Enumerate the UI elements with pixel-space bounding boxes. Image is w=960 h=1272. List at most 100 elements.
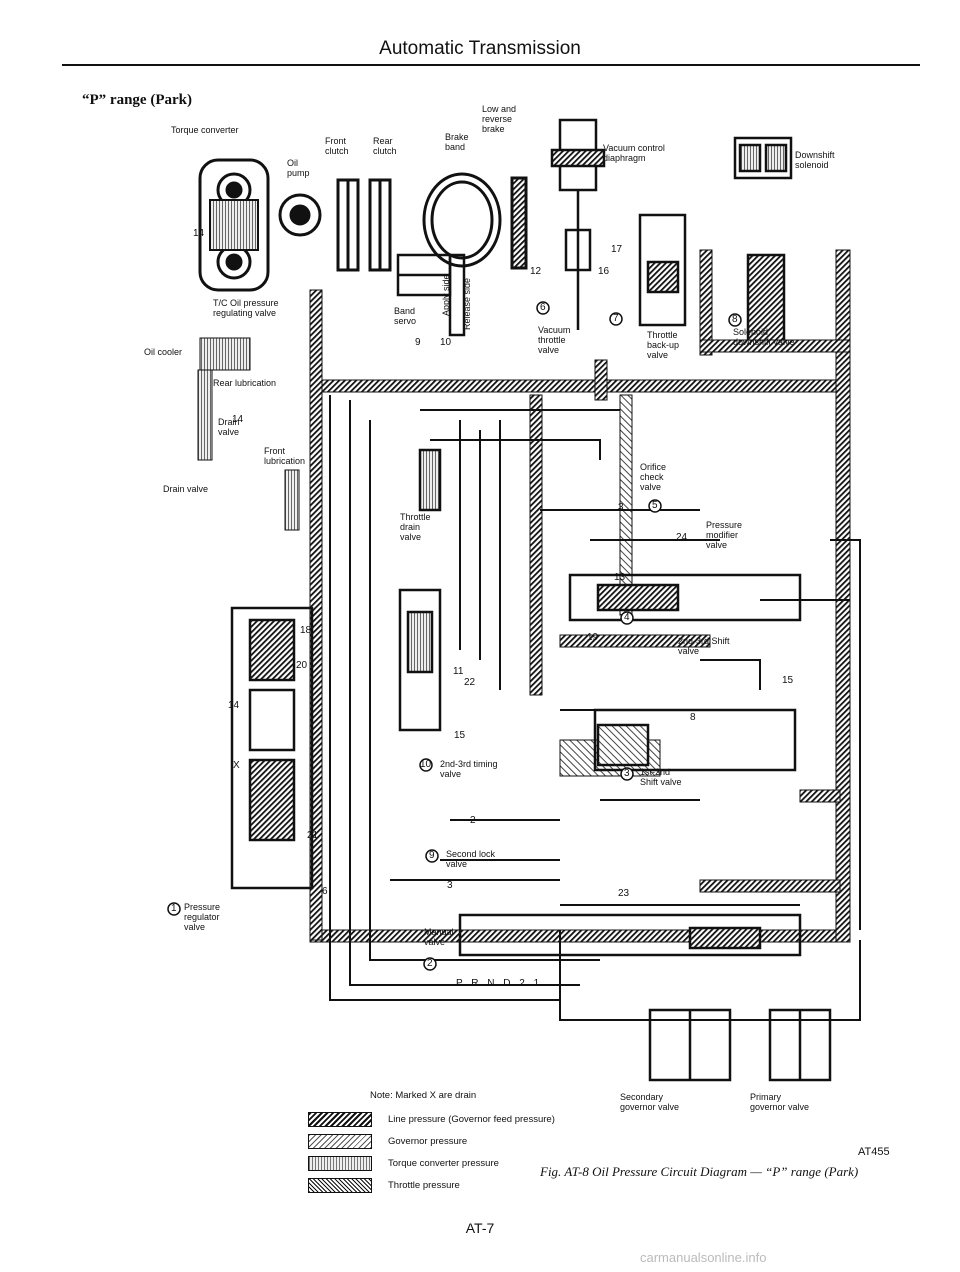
pressure-regulator-valve-body [230, 606, 314, 890]
label-vacuum-diaphragm: Vacuum control diaphragm [603, 143, 665, 163]
legend-label: Throttle pressure [388, 1179, 460, 1191]
legend-label: Torque converter pressure [388, 1157, 499, 1169]
label-downshift-solenoid: Downshift solenoid [795, 150, 835, 170]
shift-valve-2-3-body [568, 573, 802, 622]
passage-21: 21 [307, 830, 319, 841]
label-vacuum-throttle-valve: Vacuum throttle valve [538, 325, 571, 355]
label-rear-lubrication: Rear lubrication [213, 378, 277, 388]
label-rear-clutch: Rear clutch [373, 136, 397, 156]
label-apply-side: Apply side [441, 274, 451, 316]
passage-22: 22 [464, 677, 476, 688]
passage-9: 9 [415, 337, 421, 348]
marker-7: 7 [613, 313, 619, 324]
passage-19: 19 [587, 632, 599, 643]
legend-swatch [308, 1133, 372, 1149]
label-second-lock-valve: Second lock valve [446, 849, 496, 869]
watermark: carmanualsonline.info [640, 1250, 767, 1265]
passage-6: 6 [322, 886, 328, 897]
marker-5: 5 [652, 500, 658, 511]
passage-14-top: 14 [193, 228, 205, 239]
passage-18: 18 [300, 625, 312, 636]
oil-pump [278, 193, 322, 237]
section-title: “P” range (Park) [82, 92, 192, 108]
label-pressure-modifier-valve: Pressure modifier valve [706, 520, 743, 550]
legend-item-line-pressure: Line pressure (Governor feed pressure) [308, 1108, 555, 1130]
vacuum-throttle-assembly [550, 118, 606, 330]
passage-15-left: 15 [454, 730, 466, 741]
passage-13: 13 [614, 572, 626, 583]
label-oil-pump: Oil pump [287, 158, 310, 178]
governor-valves [648, 1008, 832, 1082]
passage-24: 24 [676, 532, 688, 543]
legend-swatch [308, 1155, 372, 1171]
throttle-drain-valve-body [398, 448, 442, 732]
label-throttle-drain-valve: Throttle drain valve [400, 512, 431, 542]
passage-2: 2 [470, 815, 476, 826]
passage-12: 12 [530, 266, 542, 277]
label-orifice-check-valve: Orifice check valve [640, 462, 667, 492]
label-shift-valve-2-3: 2nd-3rd Shift valve [678, 636, 730, 656]
band-servo [396, 253, 466, 337]
label-tc-oil-pressure-valve: T/C Oil pressure regulating valve [213, 298, 279, 318]
marker-9: 9 [429, 850, 435, 861]
passage-10: 10 [440, 337, 452, 348]
signal-lines [329, 395, 861, 1021]
circled-markers [167, 301, 742, 971]
header-rule [62, 64, 920, 66]
label-timing-valve-2-3: 2nd-3rd timing valve [440, 759, 498, 779]
label-throttle-backup-valve: Throttle back-up valve [647, 330, 680, 360]
legend-item-converter-pressure: Torque converter pressure [308, 1152, 555, 1174]
marker-3: 3 [624, 768, 630, 779]
marker-2: 2 [427, 958, 433, 969]
label-oil-cooler: Oil cooler [144, 347, 183, 357]
passage-3-lower: 3 [447, 880, 453, 891]
legend-label: Governor pressure [388, 1135, 468, 1147]
brake-band-drum [422, 172, 528, 270]
label-primary-governor: Primary governor valve [750, 1092, 810, 1112]
label-low-reverse-brake: Low and reverse brake [482, 104, 517, 134]
drain-marker: X [233, 760, 240, 771]
marker-10: 10 [420, 759, 432, 770]
legend-note: Note: Marked X are drain [370, 1090, 477, 1101]
label-band-servo: Band servo [394, 306, 417, 326]
legend-item-governor-pressure: Governor pressure [308, 1130, 555, 1152]
legend-swatch [308, 1111, 372, 1127]
figure-caption: Fig. AT-8 Oil Pressure Circuit Diagram —… [540, 1164, 859, 1179]
torque-converter [198, 158, 270, 292]
marker-1: 1 [171, 903, 177, 914]
label-shift-valve-1-2: 1st-2nd Shift valve [640, 767, 682, 787]
passage-14-low: 14 [228, 700, 240, 711]
label-release-side: Release side [462, 277, 472, 330]
label-manual-valve: Manual valve [424, 927, 454, 947]
passage-8: 8 [690, 712, 696, 723]
line-pressure-passages [309, 249, 851, 943]
label-solenoid-downshift-valve: Solenoid downshift valve [733, 327, 795, 347]
legend: Line pressure (Governor feed pressure) G… [308, 1108, 555, 1196]
shift-valve-1-2-body [593, 708, 797, 772]
manual-valve-body [458, 913, 802, 957]
marker-4: 4 [624, 612, 630, 623]
legend-label: Line pressure (Governor feed pressure) [388, 1113, 555, 1125]
page-number: AT-7 [465, 1220, 495, 1236]
downshift-solenoid-body [733, 136, 793, 347]
marker-8: 8 [732, 314, 738, 325]
passage-14-mid: 14 [232, 414, 244, 425]
label-drain-valve: Drain valve [163, 484, 209, 494]
passage-23: 23 [618, 888, 630, 899]
passage-11: 11 [453, 666, 464, 677]
label-brake-band: Brake band [445, 132, 469, 152]
legend-swatch [308, 1177, 372, 1193]
label-secondary-governor: Secondary governor valve [620, 1092, 680, 1112]
converter-pressure-passages [197, 337, 300, 531]
label-torque-converter: Torque converter [171, 125, 239, 135]
passage-20: 20 [296, 660, 308, 671]
figure-reference: AT455 [858, 1146, 890, 1158]
label-drain-valve-small: Drain valve [218, 417, 240, 437]
label-front-clutch: Front clutch [325, 136, 349, 156]
passage-17: 17 [611, 244, 623, 255]
label-pressure-regulator-valve: Pressure regulator valve [184, 902, 221, 932]
label-range-letters: P R N D 2 1 [456, 978, 543, 989]
clutch-packs [336, 178, 392, 272]
passage-3-upper: 3 [618, 502, 624, 513]
